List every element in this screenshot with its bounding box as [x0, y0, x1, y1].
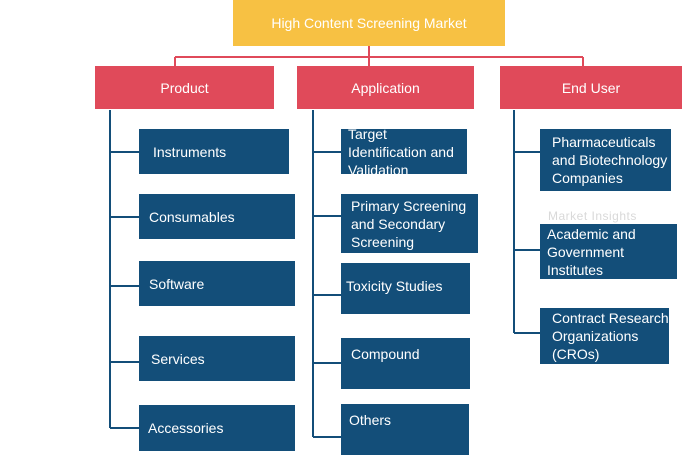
end-user-item-label: Pharmaceuticals and Biotechnology Compan…: [552, 134, 668, 186]
product-item-label: Software: [149, 275, 205, 292]
application-item-label: Toxicity Studies: [346, 278, 443, 294]
product-item-label: Consumables: [149, 208, 235, 225]
category-product: Product: [95, 66, 274, 109]
category-end-user: End User: [500, 66, 682, 109]
application-item-label: Primary Screening and Secondary Screenin…: [351, 197, 467, 250]
product-item-label: Services: [151, 350, 205, 367]
end-user-item-pharma-biotech: Pharmaceuticals and Biotechnology Compan…: [540, 129, 671, 191]
end-user-item-academic-government: Academic and Government Institutes: [540, 224, 677, 279]
product-item-label: Instruments: [153, 143, 227, 160]
application-item-primary-secondary-screening: Primary Screening and Secondary Screenin…: [341, 194, 478, 253]
product-item-label: Accessories: [148, 420, 224, 436]
product-item-instruments: Instruments: [139, 129, 289, 174]
application-item-label: Others: [349, 412, 392, 428]
watermark-text: Market Insights: [548, 209, 637, 223]
product-item-services: Services: [139, 336, 295, 381]
product-item-consumables: Consumables: [139, 194, 295, 239]
end-user-item-label: Contract Research Organizations (CROs): [552, 310, 669, 362]
application-item-toxicity-studies: Toxicity Studies: [341, 263, 470, 314]
root-node: High Content Screening Market: [233, 0, 505, 46]
end-user-item-label: Academic and Government Institutes: [547, 225, 636, 278]
application-item-others: Others: [341, 404, 469, 455]
application-item-compound: Compound: [341, 338, 470, 389]
application-item-label: Target Identification and Validation: [348, 125, 454, 178]
application-item-target-identification: Target Identification and Validation: [341, 126, 467, 178]
category-application: Application: [297, 66, 474, 109]
product-item-software: Software: [139, 261, 295, 306]
product-item-accessories: Accessories: [139, 405, 295, 451]
end-user-item-cros: Contract Research Organizations (CROs): [540, 308, 669, 364]
application-item-label: Compound: [351, 346, 420, 362]
